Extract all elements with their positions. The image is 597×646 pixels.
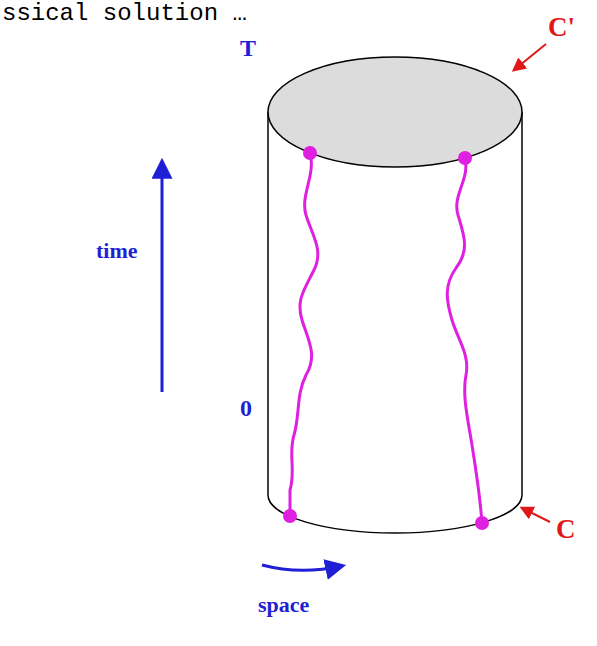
curve-label: C — [556, 516, 576, 543]
worldline — [290, 153, 318, 516]
space-arrow — [262, 565, 342, 570]
cylinder-top — [268, 57, 522, 167]
pointer-arrow — [514, 44, 546, 70]
endpoint-dot — [303, 146, 317, 160]
cylinder-side — [267, 112, 269, 495]
cylinder-side — [521, 112, 523, 495]
endpoint-dot — [283, 509, 297, 523]
axis-origin-label: 0 — [240, 396, 252, 420]
worldline — [447, 158, 482, 523]
caption-fragment: ssical solution … — [2, 2, 247, 26]
axis-label: time — [96, 240, 138, 262]
time-arrow — [161, 162, 164, 392]
endpoint-dot — [475, 516, 489, 530]
curve-label: C' — [548, 14, 575, 41]
axis-label: space — [258, 594, 309, 616]
endpoint-dot — [458, 151, 472, 165]
axis-end-label: T — [240, 36, 256, 60]
pointer-arrow — [522, 508, 550, 522]
cylinder-bottom-rim — [268, 495, 522, 533]
